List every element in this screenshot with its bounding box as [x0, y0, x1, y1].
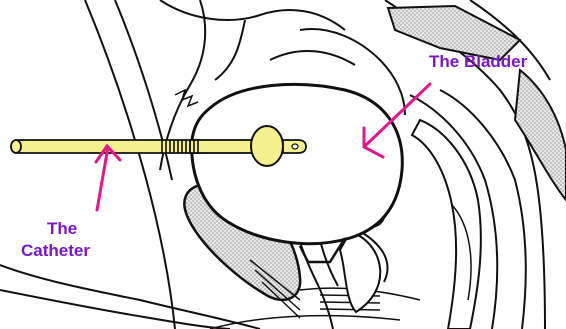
catheter-arrow	[96, 146, 120, 210]
catheter-balloon	[251, 126, 283, 166]
catheter-eyelet	[292, 144, 298, 149]
catheter-end	[11, 140, 21, 153]
vertebra-right	[515, 70, 566, 200]
catheter-label-line2: Catheter	[21, 240, 90, 261]
vagina	[340, 232, 380, 312]
catheter-label-line1: The	[47, 218, 77, 239]
bladder-shape	[192, 84, 403, 243]
bladder-label: The Bladder	[429, 51, 527, 72]
